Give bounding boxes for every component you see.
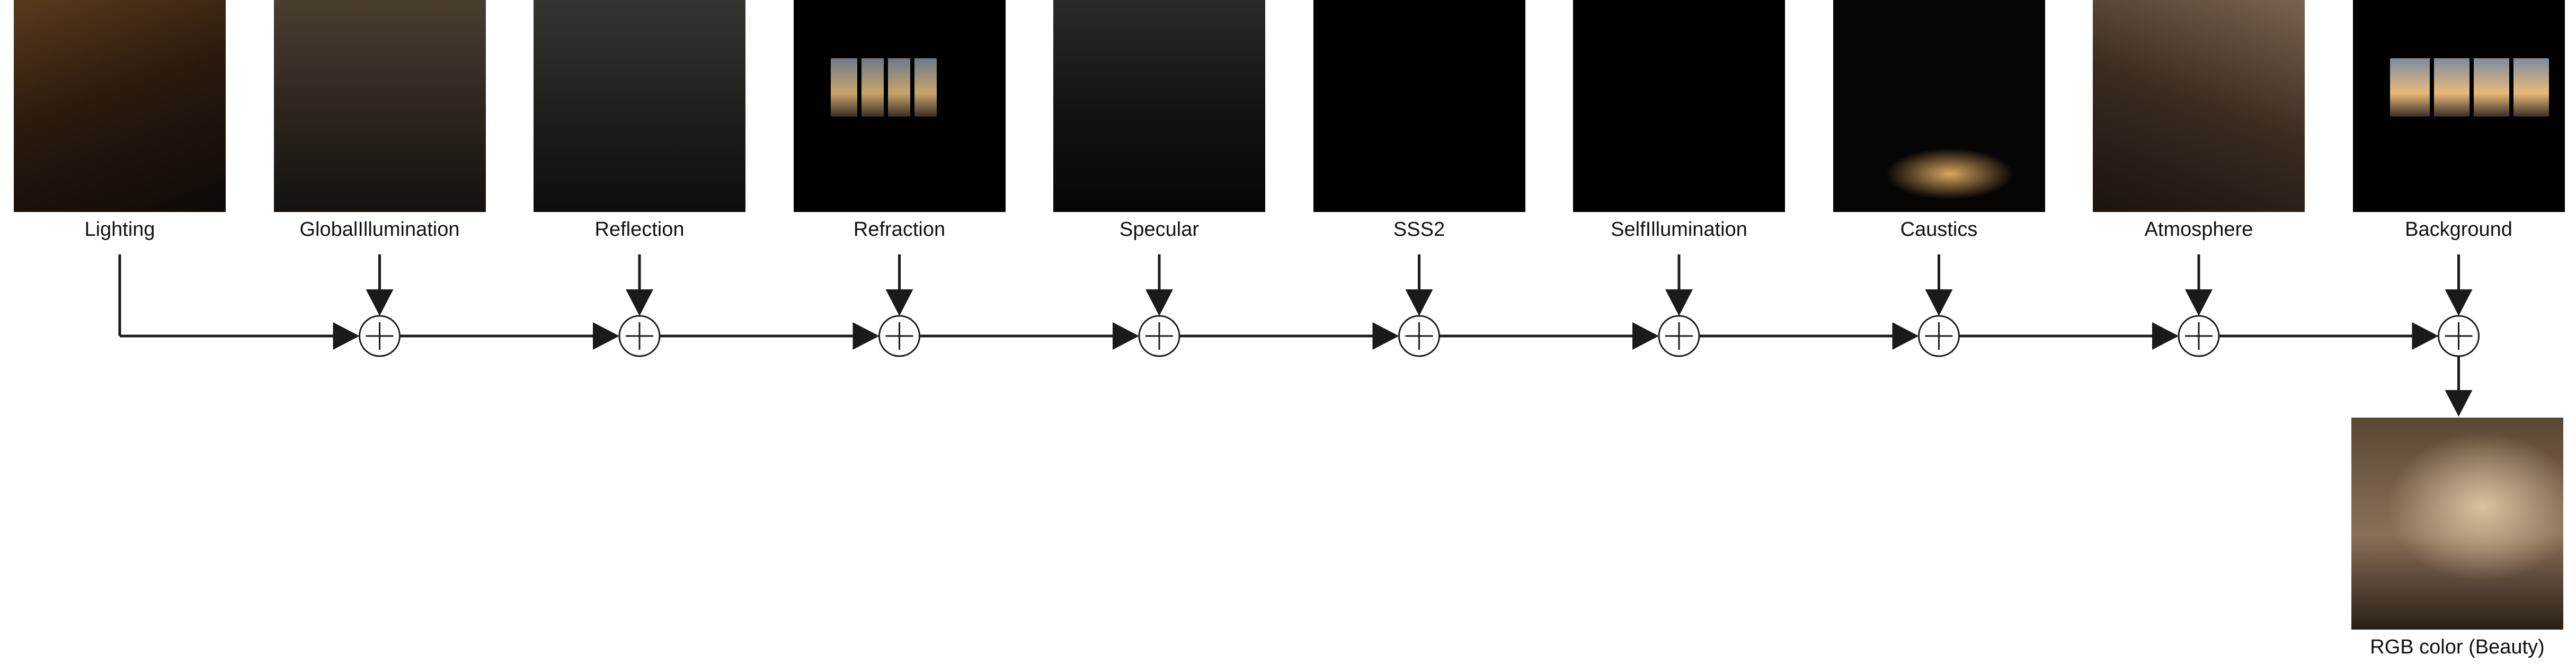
- down-arrow-head: [1145, 289, 1173, 316]
- specular-thumbnail: [1053, 0, 1265, 212]
- pass-label: SelfIllumination: [1611, 218, 1747, 241]
- right-arrow-head: [1632, 322, 1659, 350]
- beauty-output: RGB color (Beauty): [2351, 418, 2563, 658]
- pass-sss2: SSS2: [1313, 0, 1525, 241]
- pass-label: SSS2: [1393, 218, 1445, 241]
- pass-label: GlobalIllumination: [299, 218, 460, 241]
- pass-selfillumination: SelfIllumination: [1573, 0, 1785, 241]
- add-node: [1658, 315, 1700, 357]
- right-arrow-head: [1372, 322, 1399, 350]
- atmosphere-thumbnail: [2093, 0, 2305, 212]
- pass-refraction: Refraction: [793, 0, 1006, 241]
- window-mullion: [2429, 58, 2434, 117]
- pass-background: Background: [2352, 0, 2565, 241]
- caustics-thumbnail: [1833, 0, 2045, 212]
- sss2-thumbnail: [1313, 0, 1525, 212]
- right-arrow-head: [1892, 322, 1919, 350]
- down-arrow-head: [2185, 289, 2213, 316]
- pass-atmosphere: Atmosphere: [2093, 0, 2305, 241]
- pass-label: Caustics: [1900, 218, 1978, 241]
- down-arrow-head: [626, 289, 653, 316]
- refraction-thumbnail: [793, 0, 1006, 212]
- pass-label: Refraction: [853, 218, 946, 241]
- pass-globalillumination: GlobalIllumination: [273, 0, 486, 241]
- lighting-thumbnail: [14, 0, 226, 212]
- pass-label: Lighting: [84, 218, 155, 241]
- globalillumination-thumbnail: [273, 0, 486, 212]
- window-mullion: [2509, 58, 2513, 117]
- pass-reflection: Reflection: [534, 0, 745, 241]
- down-arrow-head: [2445, 289, 2473, 316]
- pass-label: Reflection: [594, 218, 685, 241]
- right-arrow-head: [333, 322, 360, 350]
- pass-caustics: Caustics: [1833, 0, 2045, 241]
- right-arrow-head: [2152, 322, 2179, 350]
- beauty-label: RGB color (Beauty): [2370, 636, 2545, 658]
- pass-label: Specular: [1120, 218, 1199, 241]
- window-mullion: [2469, 58, 2474, 117]
- add-node: [2438, 315, 2480, 357]
- down-arrow-head: [1665, 289, 1693, 316]
- add-node: [1918, 315, 1960, 357]
- pass-label: Atmosphere: [2144, 218, 2253, 241]
- add-node: [618, 315, 661, 357]
- down-arrow-head: [366, 289, 394, 316]
- selfillumination-thumbnail: [1573, 0, 1785, 212]
- right-arrow-head: [1113, 322, 1139, 350]
- down-arrow-head: [1405, 289, 1433, 316]
- background-thumbnail: [2352, 0, 2565, 212]
- window-mullion: [910, 58, 914, 117]
- pass-lighting: Lighting: [14, 0, 226, 241]
- beauty-thumbnail: [2351, 418, 2563, 630]
- right-arrow-head: [593, 322, 619, 350]
- right-arrow-head: [852, 322, 880, 350]
- pass-label: Background: [2405, 218, 2512, 241]
- add-node: [1138, 315, 1180, 357]
- add-node: [359, 315, 401, 357]
- add-node: [1398, 315, 1440, 357]
- down-arrow-head: [885, 289, 913, 316]
- down-arrow-head: [1925, 289, 1953, 316]
- add-node: [2178, 315, 2220, 357]
- output-arrow-head: [2445, 390, 2473, 417]
- window-mullion: [883, 58, 888, 117]
- add-node: [878, 315, 920, 357]
- pass-specular: Specular: [1053, 0, 1265, 241]
- window-mullion: [857, 58, 861, 117]
- right-arrow-head: [2412, 322, 2439, 350]
- reflection-thumbnail: [534, 0, 745, 212]
